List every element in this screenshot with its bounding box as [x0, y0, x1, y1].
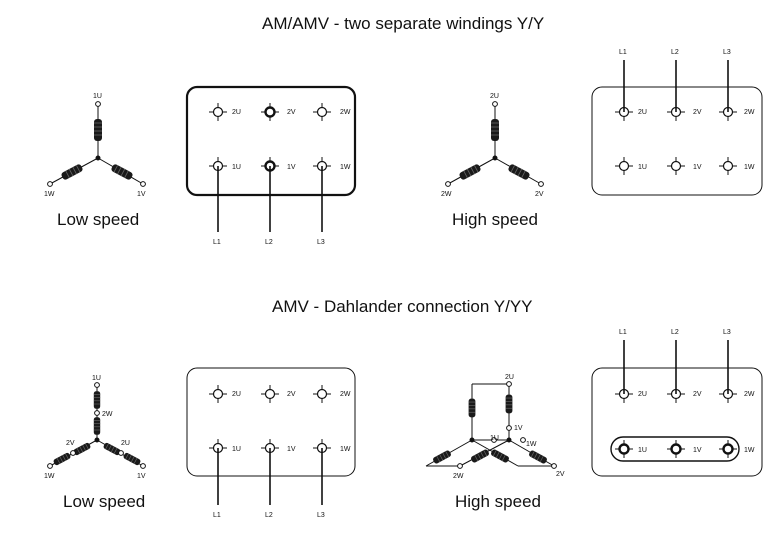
terminal-label: 1V — [693, 447, 702, 454]
star-symbol-high-speed-top — [445, 101, 544, 187]
terminal-box-low-speed-top — [185, 85, 357, 197]
terminal-label: 2U — [638, 391, 647, 398]
line-label: L2 — [671, 49, 679, 56]
terminal-box-high-speed-top — [591, 86, 763, 196]
terminal-label: 2V — [556, 471, 565, 478]
terminal-label: 2W — [340, 391, 351, 398]
terminal-label: 1U — [232, 164, 241, 171]
line-label: L3 — [723, 49, 731, 56]
terminal-label: 1V — [287, 446, 296, 453]
terminal-label: 2V — [287, 391, 296, 398]
terminal-label: 1W — [340, 164, 351, 171]
terminal-label: 2U — [232, 109, 241, 116]
terminal-label: 1W — [744, 447, 755, 454]
terminal-label: 1U — [638, 164, 647, 171]
terminal-label: 1V — [693, 164, 702, 171]
terminal-label: 1W — [340, 446, 351, 453]
terminal-label: 2U — [638, 109, 647, 116]
label-high-speed-bottom: High speed — [455, 492, 542, 511]
line-label: L1 — [213, 239, 221, 246]
line-label: L3 — [317, 239, 325, 246]
terminal-label: 2W — [441, 191, 452, 198]
star-symbol-low-speed-bottom — [47, 382, 146, 469]
label-high-speed-top: High speed — [452, 210, 539, 229]
line-label: L2 — [265, 512, 273, 519]
line-label: L3 — [723, 329, 731, 336]
title-dahlander-connection: AMV - Dahlander connection Y/YY — [272, 297, 533, 316]
line-label: L1 — [619, 329, 627, 336]
terminal-label: 1V — [137, 473, 146, 480]
terminal-label: 1U — [232, 446, 241, 453]
terminal-label: 2V — [66, 440, 75, 447]
label-low-speed-top: Low speed — [57, 210, 140, 229]
star-symbol-low-speed-top — [47, 101, 146, 187]
terminal-label: 1V — [287, 164, 296, 171]
terminal-label: 1V — [137, 191, 146, 198]
line-label: L2 — [671, 329, 679, 336]
terminal-label: 2V — [693, 391, 702, 398]
title-two-separate-windings: AM/AMV - two separate windings Y/Y — [262, 14, 545, 33]
line-label: L2 — [265, 239, 273, 246]
line-label: L3 — [317, 512, 325, 519]
terminal-label: 1W — [744, 164, 755, 171]
terminal-label: 2V — [287, 109, 296, 116]
terminal-label: 2U — [490, 93, 499, 100]
terminal-box-low-speed-bottom — [186, 367, 356, 477]
line-label: L1 — [619, 49, 627, 56]
terminal-label: 1W — [44, 473, 55, 480]
terminal-label: 2W — [744, 109, 755, 116]
terminal-label: 1U — [92, 375, 101, 382]
terminal-label: 1U — [93, 93, 102, 100]
terminal-label: 2W — [340, 109, 351, 116]
terminal-label: 1W — [44, 191, 55, 198]
label-low-speed-bottom: Low speed — [63, 492, 146, 511]
terminal-label: 2U — [232, 391, 241, 398]
terminal-label: 1U — [490, 435, 499, 442]
terminal-label: 1V — [514, 425, 523, 432]
terminal-label: 1U — [638, 447, 647, 454]
terminal-label: 2V — [693, 109, 702, 116]
terminal-label: 1W — [526, 441, 537, 448]
terminal-label: 2U — [121, 440, 130, 447]
double-star-symbol-high-speed — [425, 381, 557, 469]
terminal-label: 2W — [102, 411, 113, 418]
terminal-label: 2W — [453, 473, 464, 480]
terminal-label: 2U — [505, 374, 514, 381]
line-label: L1 — [213, 512, 221, 519]
terminal-label: 2W — [744, 391, 755, 398]
terminal-label: 2V — [535, 191, 544, 198]
